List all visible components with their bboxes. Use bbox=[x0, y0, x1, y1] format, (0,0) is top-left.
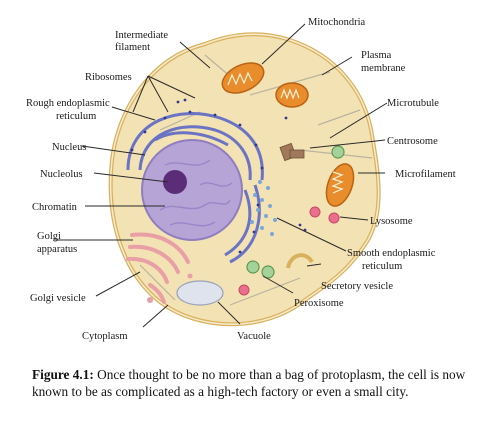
cell-body bbox=[108, 32, 381, 327]
ribosome-dots bbox=[130, 98, 307, 254]
caption-text: Once thought to be no more than a bag of… bbox=[32, 367, 466, 399]
smooth-er-shape bbox=[250, 180, 277, 236]
label-mitochondria: Mitochondria bbox=[308, 17, 365, 28]
secretory-vesicle-shape bbox=[286, 253, 314, 269]
mitochondrion-shape bbox=[221, 62, 265, 94]
label-microfilament: Microfilament bbox=[395, 169, 456, 180]
lysosome-shapes bbox=[238, 206, 340, 296]
label-rough-er: Rough endoplasmic reticulum bbox=[26, 98, 112, 122]
label-secretory-vesicle: Secretory vesicle bbox=[321, 281, 393, 292]
label-ribosomes: Ribosomes bbox=[85, 72, 132, 83]
mitochondrion-shape bbox=[275, 82, 309, 108]
diagram-labels: Intermediate filament Mitochondria Plasm… bbox=[26, 17, 456, 342]
mitochondrion-shape bbox=[325, 163, 355, 207]
label-golgi-vesicle: Golgi vesicle bbox=[30, 293, 86, 304]
peroxisome-shapes bbox=[246, 145, 345, 279]
leader-lines bbox=[54, 23, 388, 328]
label-plasma-membrane: Plasma membrane bbox=[361, 50, 406, 74]
figure-number: Figure 4.1: bbox=[32, 367, 94, 382]
label-nucleus: Nucleus bbox=[52, 142, 86, 153]
centrosome-shape bbox=[279, 142, 305, 162]
label-nucleolus: Nucleolus bbox=[40, 169, 83, 180]
label-vacuole: Vacuole bbox=[237, 331, 271, 342]
label-intermediate-filament: Intermediate filament bbox=[115, 30, 171, 53]
rough-er-shape bbox=[126, 112, 264, 264]
label-centrosome: Centrosome bbox=[387, 136, 438, 147]
label-chromatin: Chromatin bbox=[32, 202, 78, 213]
label-cytoplasm: Cytoplasm bbox=[82, 331, 128, 342]
label-smooth-er: Smooth endoplasmic reticulum bbox=[347, 248, 438, 272]
label-lysosome: Lysosome bbox=[370, 216, 413, 227]
vacuole-shape bbox=[176, 280, 224, 306]
golgi-apparatus-shape bbox=[126, 232, 190, 304]
chromatin-shape bbox=[159, 159, 233, 227]
nucleolus-shape bbox=[163, 170, 187, 194]
label-peroxisome: Peroxisome bbox=[294, 298, 344, 309]
nucleus bbox=[141, 139, 243, 241]
label-golgi-apparatus: Golgi apparatus bbox=[37, 231, 77, 255]
label-microtubule: Microtubule bbox=[387, 98, 439, 109]
figure-caption: Figure 4.1: Once thought to be no more t… bbox=[32, 366, 492, 400]
